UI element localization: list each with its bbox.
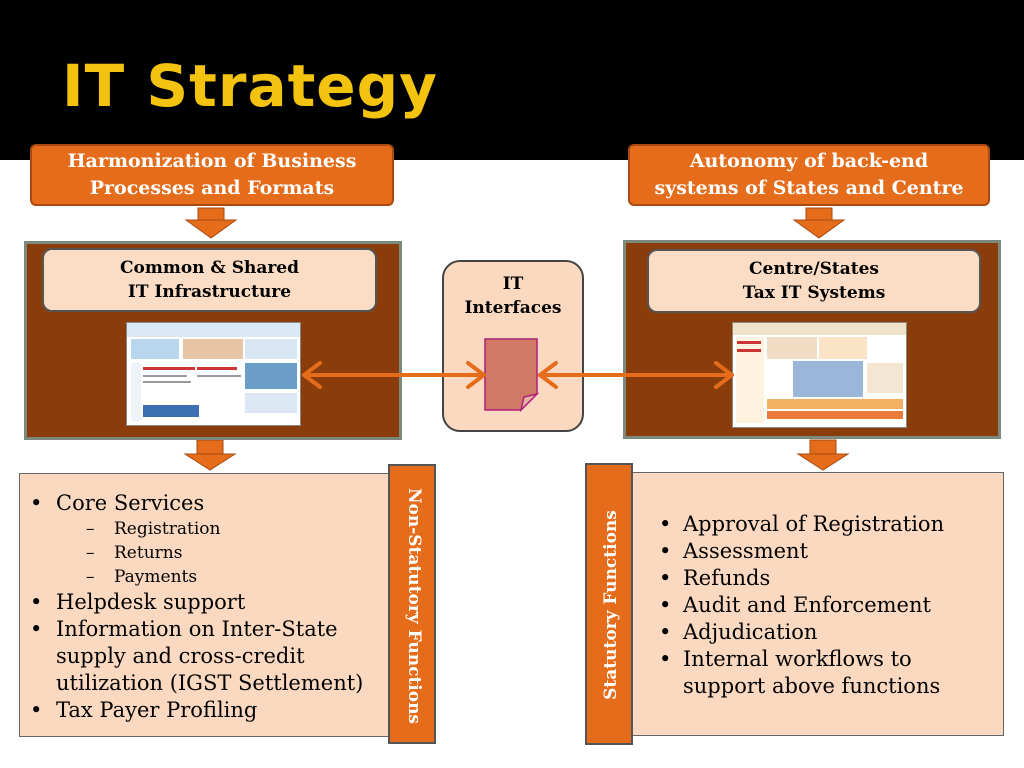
dash-icon: – <box>86 543 95 563</box>
common-shared-line1: Common & Shared <box>119 258 300 278</box>
statutory-label: Statutory Functions <box>601 510 621 700</box>
common-shared-label-box: Common & Shared IT Infrastructure <box>42 248 377 312</box>
list-item: • Adjudication <box>643 619 995 646</box>
down-arrow-icon <box>183 439 237 471</box>
sub-list-item-text: Returns <box>114 543 183 563</box>
sub-list-item: –Registration <box>20 517 396 541</box>
autonomy-line1: Autonomy of back-end <box>689 150 929 172</box>
list-item-text: Internal workflows to support above func… <box>683 647 941 698</box>
statutory-list-box: • Approval of Registration • Assessment • Ref… <box>622 472 1004 736</box>
slide-title: IT Strategy <box>62 52 438 120</box>
list-item-text: Assessment <box>683 539 809 563</box>
autonomy-line2: systems of States and Centre <box>654 177 964 199</box>
harmonization-line2: Processes and Formats <box>89 177 335 199</box>
centre-states-line2: Tax IT Systems <box>742 283 886 303</box>
dash-icon: – <box>86 519 95 539</box>
non-statutory-list: •Core Services–Registration–Returns–Paym… <box>20 490 396 724</box>
list-item: • Information on Inter-State supply and c… <box>20 616 386 697</box>
list-item-text: Refunds <box>683 566 771 590</box>
harmonization-line1: Harmonization of Business <box>67 150 357 172</box>
bullet-icon: • <box>30 491 43 515</box>
list-item: • Internal workflows to support above fun… <box>643 646 995 700</box>
list-item-text: Core Services <box>56 491 205 515</box>
bullet-icon: • <box>659 593 672 617</box>
bullet-icon: • <box>30 590 43 614</box>
tax-system-screenshot-thumbnail <box>732 322 907 428</box>
bullet-icon: • <box>30 617 43 641</box>
list-item: • Tax Payer Profiling <box>20 697 396 724</box>
harmonization-box: Harmonization of Business Processes and … <box>30 144 394 206</box>
down-arrow-icon <box>184 207 238 239</box>
list-item-text: Information on Inter-State supply and cr… <box>56 617 364 695</box>
it-interfaces-line1: IT <box>502 274 524 294</box>
list-item-text: Helpdesk support <box>56 590 246 614</box>
autonomy-box: Autonomy of back-end systems of States a… <box>628 144 990 206</box>
centre-states-label-box: Centre/States Tax IT Systems <box>647 249 981 313</box>
non-statutory-tab: Non-Statutory Functions <box>388 464 436 744</box>
header-bar <box>0 0 1024 160</box>
list-item: • Assessment <box>643 538 995 565</box>
sub-list-item-text: Registration <box>114 519 221 539</box>
statutory-list: • Approval of Registration • Assessment • Ref… <box>643 511 995 700</box>
list-item: • Helpdesk support <box>20 589 396 616</box>
statutory-tab: Statutory Functions <box>585 463 633 745</box>
list-item-text: Adjudication <box>683 620 818 644</box>
bullet-icon: • <box>659 566 672 590</box>
bullet-icon: • <box>659 539 672 563</box>
common-shared-line2: IT Infrastructure <box>127 282 292 302</box>
non-statutory-label: Non-Statutory Functions <box>404 487 424 725</box>
portal-screenshot-thumbnail <box>126 322 301 426</box>
sub-list-item: –Returns <box>20 541 396 565</box>
non-statutory-list-box: •Core Services–Registration–Returns–Paym… <box>19 473 395 737</box>
dash-icon: – <box>86 567 95 587</box>
bullet-icon: • <box>30 698 43 722</box>
list-item: • Audit and Enforcement <box>643 592 995 619</box>
bullet-icon: • <box>659 647 672 671</box>
list-item-text: Tax Payer Profiling <box>56 698 258 722</box>
down-arrow-icon <box>796 439 850 471</box>
bullet-icon: • <box>659 620 672 644</box>
bullet-icon: • <box>659 512 672 536</box>
centre-states-line1: Centre/States <box>749 259 879 279</box>
sub-list-item: –Payments <box>20 565 396 589</box>
list-item-text: Audit and Enforcement <box>683 593 931 617</box>
list-item: • Approval of Registration <box>643 511 995 538</box>
list-item: • Refunds <box>643 565 995 592</box>
list-item-text: Approval of Registration <box>683 512 945 536</box>
sub-list-item-text: Payments <box>114 567 198 587</box>
it-interfaces-line2: Interfaces <box>464 298 562 318</box>
document-icon <box>484 338 540 412</box>
list-item: • Core Services <box>20 490 396 517</box>
down-arrow-icon <box>792 207 846 239</box>
